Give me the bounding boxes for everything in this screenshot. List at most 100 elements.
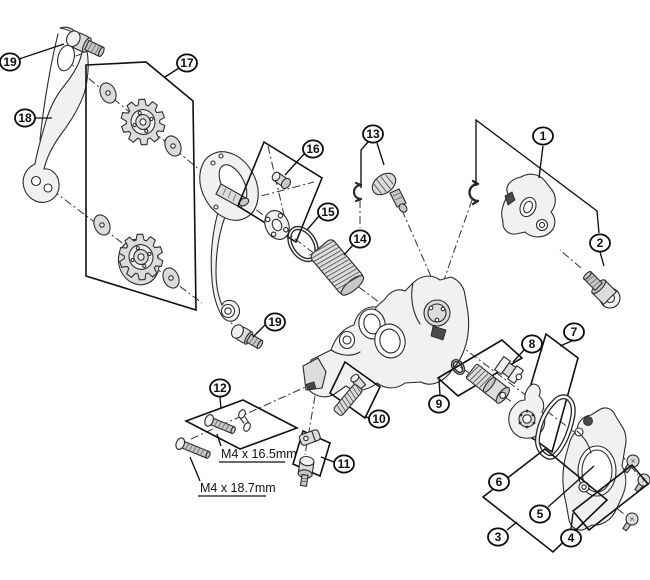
bolt-m4-187 [175, 437, 211, 459]
callout-12: 12 [209, 378, 231, 398]
cover-screw-installed [583, 416, 593, 426]
pulley-washers [93, 82, 182, 289]
upper-pulley [120, 98, 166, 146]
anchor-bolt [297, 455, 315, 487]
cable-fixing-unit [352, 172, 408, 213]
leader-3 [506, 521, 518, 531]
svg-text:4: 4 [568, 531, 575, 545]
leader-13b [376, 142, 385, 166]
leader-5 [547, 465, 595, 508]
svg-text:19: 19 [3, 55, 17, 69]
dimension-label-187: M4 x 18.7mm [200, 481, 276, 495]
leader-19a [18, 43, 65, 60]
svg-text:18: 18 [18, 111, 32, 125]
leader-9 [438, 379, 441, 396]
callout-16: 16 [302, 139, 324, 159]
svg-text:10: 10 [372, 412, 386, 426]
leader-14 [343, 244, 354, 256]
callout-2: 2 [589, 233, 611, 253]
svg-text:13: 13 [366, 127, 380, 141]
inner-cage-plate [199, 151, 259, 322]
cover-unit-box [481, 447, 650, 554]
callout-1: 1 [532, 126, 554, 146]
leader-4 [570, 512, 574, 530]
svg-text:5: 5 [537, 507, 544, 521]
svg-text:12: 12 [213, 381, 227, 395]
svg-text:16: 16 [306, 142, 320, 156]
lower-pulley [117, 233, 164, 286]
derailleur-body [302, 275, 470, 398]
bracket-axle-cover [501, 173, 556, 238]
limit-plug [271, 171, 292, 190]
leader-16 [284, 152, 306, 176]
leader-2 [599, 251, 605, 267]
bolt-m4-165 [204, 414, 236, 435]
callout-15: 15 [317, 202, 339, 222]
svg-text:14: 14 [353, 232, 367, 246]
svg-text:6: 6 [496, 475, 503, 489]
svg-text:1: 1 [540, 129, 547, 143]
gasket-seal [534, 394, 576, 460]
callout-13: 13 [362, 124, 384, 144]
leader-7 [559, 340, 573, 347]
clutch-cover [562, 407, 627, 531]
spring-plug [465, 363, 510, 404]
pulley-bolt-lower [230, 324, 264, 350]
svg-text:8: 8 [529, 337, 536, 351]
callout-19: 19 [264, 312, 286, 332]
leader-15 [306, 215, 320, 231]
svg-text:11: 11 [338, 457, 351, 471]
svg-text:9: 9 [436, 397, 443, 411]
callout-10: 10 [368, 409, 390, 429]
cable-anchor-box [292, 429, 331, 478]
tension-spring [308, 239, 365, 296]
callout-18: 18 [14, 108, 36, 128]
anchor-plate [298, 429, 321, 446]
svg-text:15: 15 [321, 205, 335, 219]
small-o-ring [450, 359, 466, 375]
circlip [468, 179, 480, 206]
svg-text:7: 7 [571, 325, 578, 339]
callout-9: 9 [428, 394, 450, 414]
callout-8: 8 [521, 334, 543, 354]
leader-1 [538, 145, 544, 179]
dimension-label-165: M4 x 16.5mm [221, 447, 297, 461]
e-clip [352, 181, 363, 203]
spacer-disc [264, 210, 290, 240]
b-axle-box [436, 339, 524, 397]
adjust-screw-spring-box [328, 360, 382, 420]
stopper-nut [494, 356, 524, 384]
callout-4: 4 [560, 528, 582, 548]
pulley-bolt-upper [65, 30, 105, 58]
svg-text:19: 19 [268, 315, 282, 329]
callout-3: 3 [487, 527, 509, 547]
leader-19b [252, 324, 266, 338]
dimension-callouts: M4 x 16.5mm M4 x 18.7mm [189, 433, 297, 497]
leader-8 [512, 349, 525, 363]
callout-14: 14 [349, 229, 371, 249]
pulley-set-box [85, 61, 197, 312]
leader-17 [164, 67, 180, 78]
svg-text:3: 3 [495, 530, 502, 544]
leader-12 [219, 396, 222, 410]
plate-bolts-box [184, 399, 299, 450]
callout-5: 5 [529, 504, 551, 524]
callout-19: 19 [0, 52, 21, 72]
bracket-fixing-bolt [583, 271, 621, 309]
callout-6: 6 [488, 472, 510, 492]
callout-17: 17 [176, 53, 198, 73]
leader-11 [320, 456, 335, 463]
svg-text:2: 2 [597, 236, 604, 250]
leader-13a [360, 141, 369, 188]
callout-11: 11 [333, 454, 355, 474]
limit-plug-box [237, 140, 323, 244]
callout-7: 7 [563, 322, 585, 342]
adjust-spring [333, 383, 363, 416]
cam-lever [508, 383, 546, 439]
bracket-line-1 [475, 118, 600, 234]
outer-cage-plate [22, 26, 89, 203]
svg-text:17: 17 [180, 56, 194, 70]
